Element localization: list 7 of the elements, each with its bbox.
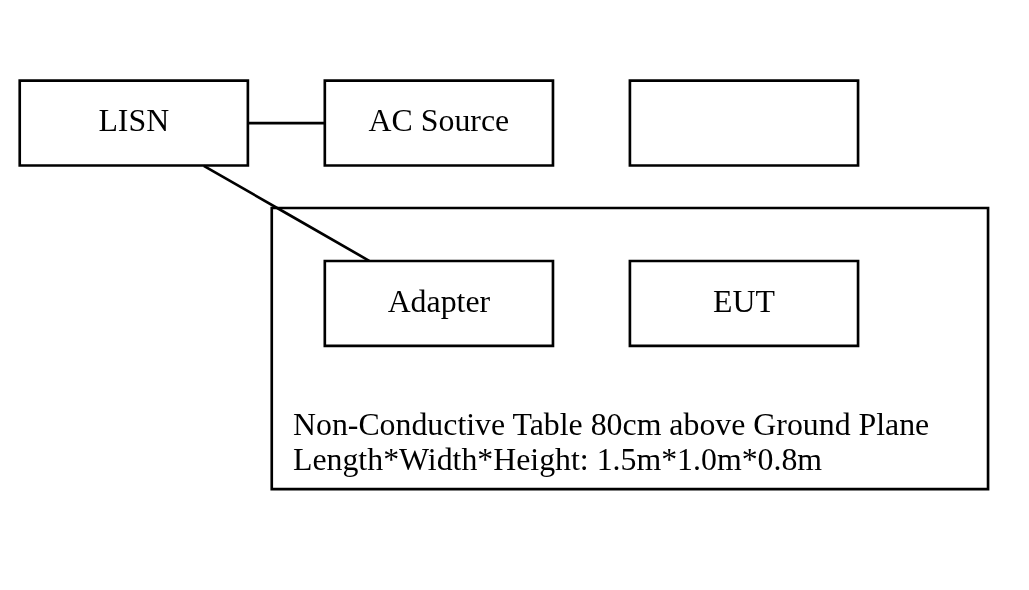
node-box: LISN bbox=[18, 78, 250, 167]
node-box: AC Source bbox=[323, 78, 555, 167]
node-box: Adapter bbox=[323, 259, 555, 347]
node-box: EUT bbox=[628, 259, 860, 347]
node-box bbox=[628, 78, 860, 167]
connector bbox=[203, 164, 370, 262]
connector bbox=[248, 121, 325, 124]
